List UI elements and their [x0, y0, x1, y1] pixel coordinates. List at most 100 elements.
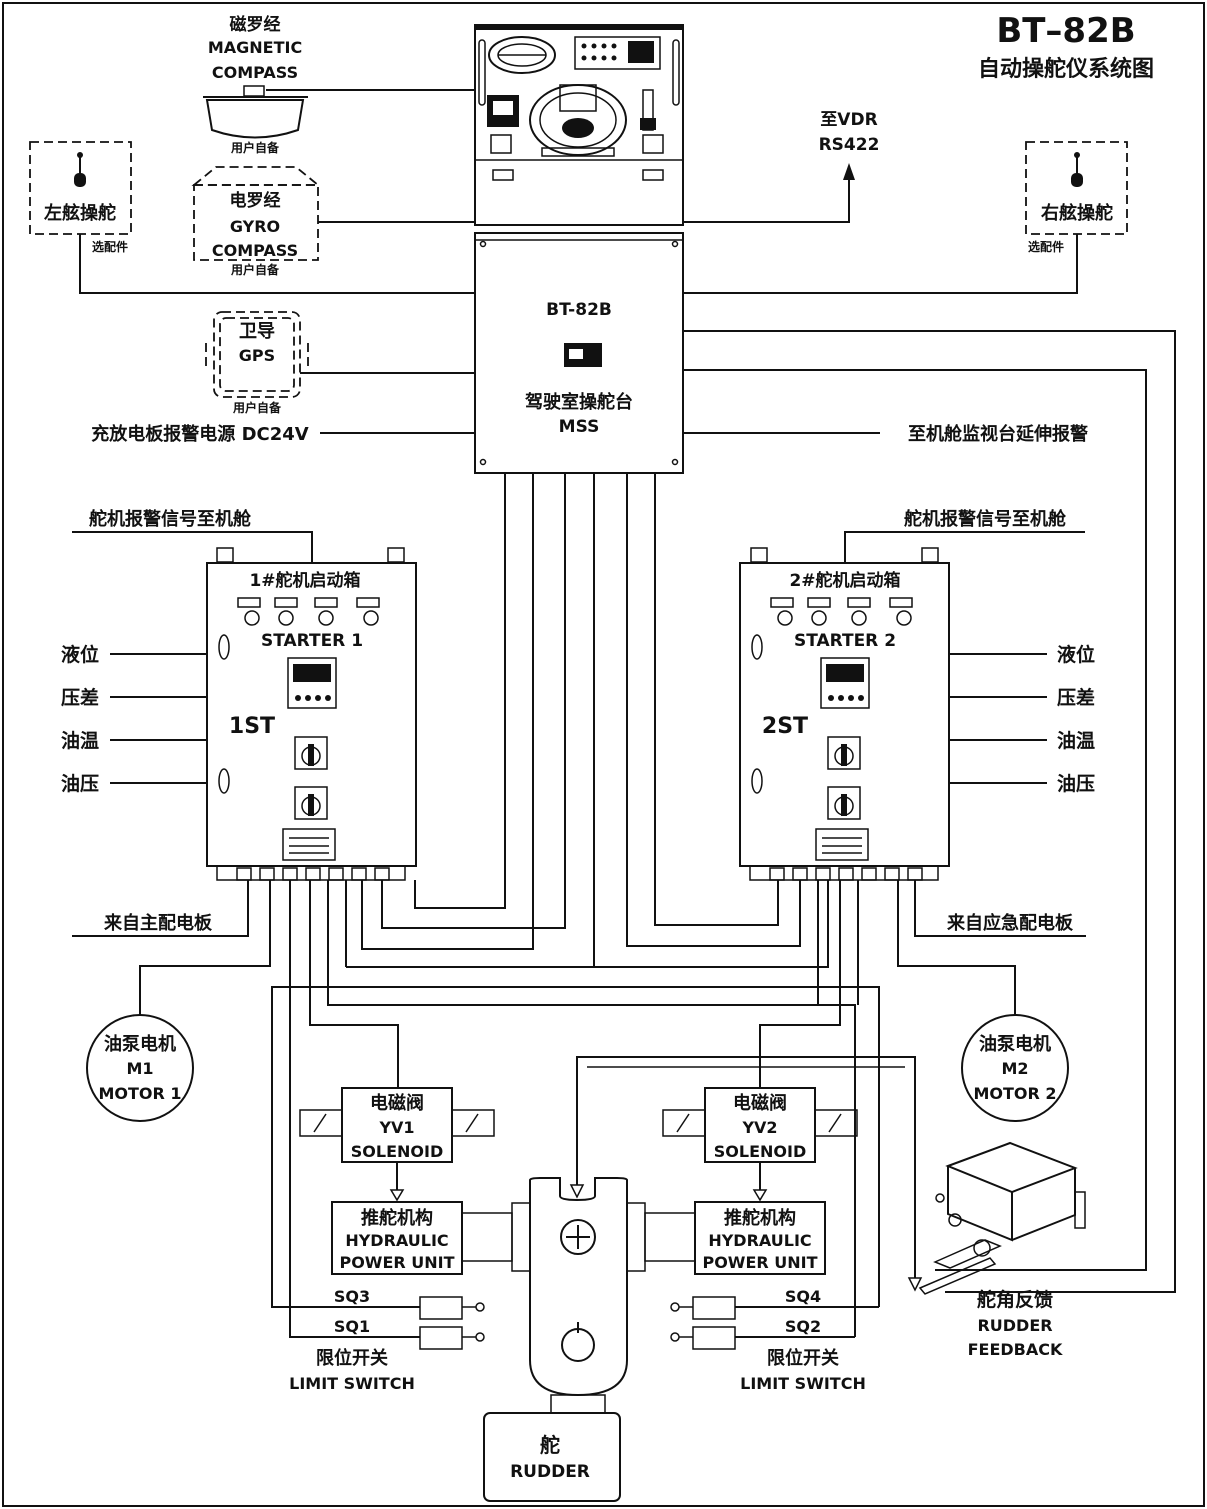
vdr-line2: RS422 — [819, 135, 880, 155]
arrow-up-icon — [843, 163, 855, 180]
svg-text:电罗经: 电罗经 — [230, 190, 281, 211]
limit-switches-right: SQ4 SQ2 限位开关 LIMIT SWITCH — [670, 1287, 866, 1393]
svg-text:推舵机构: 推舵机构 — [724, 1207, 796, 1229]
svg-text:STARTER 2: STARTER 2 — [794, 631, 896, 651]
svg-text:GYRO: GYRO — [230, 217, 280, 236]
binnacle-icon — [205, 99, 305, 139]
meter-icon — [820, 657, 870, 709]
selector-switch-icon — [294, 786, 328, 820]
svg-text:油压: 油压 — [1057, 773, 1095, 795]
nameplate-icon — [815, 828, 869, 861]
svg-text:HYDRAULIC: HYDRAULIC — [708, 1231, 811, 1250]
svg-text:磁罗经: 磁罗经 — [230, 14, 281, 35]
pivot-icon — [560, 1219, 596, 1255]
svg-text:2#舵机启动箱: 2#舵机启动箱 — [789, 570, 900, 591]
svg-text:1ST: 1ST — [229, 714, 275, 739]
starter-2: 2#舵机启动箱 STARTER 2 2ST — [739, 547, 950, 881]
console-body: BT-82B 驾驶室操舵台 MSS — [474, 232, 684, 474]
svg-text:油温: 油温 — [1057, 730, 1095, 752]
gyro-compass: 电罗经 GYRO COMPASS 用户自备 — [191, 166, 321, 277]
rudder-feedback-unit — [918, 1141, 1086, 1295]
svg-text:MAGNETIC: MAGNETIC — [208, 38, 302, 57]
main-switchboard-label: 来自主配电板 — [103, 912, 213, 934]
svg-text:MOTOR 1: MOTOR 1 — [98, 1084, 181, 1103]
svg-text:GPS: GPS — [239, 346, 275, 365]
alarm-to-engine-right: 舵机报警信号至机舱 — [904, 508, 1067, 530]
svg-text:选配件: 选配件 — [92, 239, 128, 254]
gps-unit: 卫导 GPS 用户自备 — [205, 311, 309, 415]
selector-switch-icon — [294, 736, 328, 770]
svg-text:限位开关: 限位开关 — [767, 1347, 839, 1369]
svg-text:舵: 舵 — [540, 1433, 560, 1457]
console-model: BT-82B — [546, 300, 612, 320]
power-alarm-label: 充放电板报警电源 DC24V — [91, 423, 308, 445]
svg-text:SQ3: SQ3 — [334, 1287, 370, 1306]
emergency-switchboard-label: 来自应急配电板 — [946, 912, 1074, 934]
engine-alarm-label: 至机舱监视台延伸报警 — [908, 423, 1088, 445]
limit-switches-left: SQ3 SQ1 限位开关 LIMIT SWITCH — [289, 1287, 485, 1393]
svg-text:推舵机构: 推舵机构 — [361, 1207, 433, 1229]
control-panel-icon — [574, 36, 661, 70]
svg-text:YV1: YV1 — [378, 1118, 414, 1137]
svg-text:液位: 液位 — [1057, 643, 1095, 666]
solenoid-2: 电磁阀 YV2 SOLENOID — [662, 1087, 858, 1163]
svg-text:HYDRAULIC: HYDRAULIC — [345, 1231, 448, 1250]
feedback-cn: 舵角反馈 — [977, 1288, 1053, 1311]
svg-text:SOLENOID: SOLENOID — [351, 1142, 443, 1161]
svg-text:M2: M2 — [1001, 1059, 1028, 1078]
svg-text:左舷操舵: 左舷操舵 — [44, 202, 116, 224]
rudder: 舵 RUDDER — [483, 1412, 621, 1502]
svg-text:POWER UNIT: POWER UNIT — [339, 1253, 454, 1272]
alarm-to-engine-left: 舵机报警信号至机舱 — [89, 508, 252, 530]
feedback-en2: FEEDBACK — [968, 1340, 1063, 1359]
sensors-left: 液位 压差 油温 油压 — [61, 643, 207, 795]
svg-text:卫导: 卫导 — [239, 321, 275, 342]
svg-text:限位开关: 限位开关 — [316, 1347, 388, 1369]
title-model: BT–82B — [996, 11, 1135, 51]
hydraulic-unit-1: 推舵机构 HYDRAULIC POWER UNIT — [331, 1201, 463, 1275]
solenoid-1: 电磁阀 YV1 SOLENOID — [299, 1087, 495, 1163]
selector-switch-icon — [827, 736, 861, 770]
console-name-cn: 驾驶室操舵台 — [525, 391, 633, 413]
svg-text:油泵电机: 油泵电机 — [104, 1033, 176, 1055]
svg-text:LIMIT SWITCH: LIMIT SWITCH — [289, 1374, 415, 1393]
hydraulic-unit-2: 推舵机构 HYDRAULIC POWER UNIT — [694, 1201, 826, 1275]
arrow-down-icon — [907, 1277, 923, 1292]
arrow-down-icon — [569, 1184, 585, 1199]
svg-text:用户自备: 用户自备 — [230, 140, 280, 155]
svg-text:选配件: 选配件 — [1028, 239, 1064, 254]
selector-switch-icon — [827, 786, 861, 820]
lever-icon — [1071, 173, 1083, 187]
vdr-line1: 至VDR — [820, 110, 877, 130]
title-subtitle: 自动操舵仪系统图 — [978, 56, 1154, 82]
svg-text:2ST: 2ST — [762, 714, 808, 739]
starter-1: 1#舵机启动箱 STARTER 1 1ST — [206, 547, 417, 881]
svg-text:SQ1: SQ1 — [334, 1317, 370, 1336]
svg-text:压差: 压差 — [61, 686, 99, 709]
svg-text:SOLENOID: SOLENOID — [714, 1142, 806, 1161]
svg-text:RUDDER: RUDDER — [510, 1462, 590, 1482]
svg-text:电磁阀: 电磁阀 — [733, 1092, 787, 1114]
svg-text:YV2: YV2 — [741, 1118, 777, 1137]
svg-text:COMPASS: COMPASS — [212, 241, 298, 260]
svg-text:M1: M1 — [126, 1059, 153, 1078]
lever-icon — [74, 173, 86, 187]
svg-text:SQ4: SQ4 — [785, 1287, 821, 1306]
svg-text:液位: 液位 — [61, 643, 99, 666]
svg-text:用户自备: 用户自备 — [230, 262, 280, 277]
tiller — [529, 1177, 628, 1414]
meter-icon — [287, 657, 337, 709]
console-name-en: MSS — [559, 417, 600, 437]
svg-text:SQ2: SQ2 — [785, 1317, 821, 1336]
motor-1: 油泵电机 M1 MOTOR 1 — [86, 1014, 194, 1122]
console-top-panel — [474, 24, 684, 226]
svg-text:COMPASS: COMPASS — [212, 63, 298, 82]
feedback-en1: RUDDER — [977, 1316, 1052, 1335]
svg-text:右舷操舵: 右舷操舵 — [1041, 202, 1113, 224]
sensors-right: 液位 压差 油温 油压 — [949, 643, 1095, 795]
magnetic-compass: 磁罗经 MAGNETIC COMPASS 用户自备 — [203, 14, 308, 155]
nameplate-icon — [282, 828, 336, 861]
svg-text:压差: 压差 — [1057, 686, 1095, 709]
